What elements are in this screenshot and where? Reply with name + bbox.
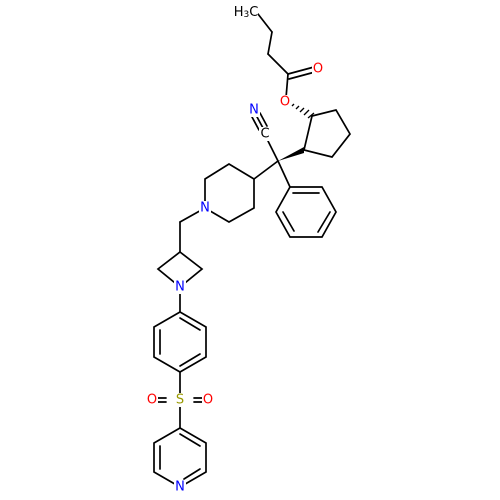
bond	[267, 31, 273, 55]
atom-ch3: H3C	[234, 4, 259, 21]
svg-text:H3C: H3C	[234, 5, 259, 21]
bond	[153, 427, 207, 488]
atom-n-nitrile: N	[248, 103, 260, 118]
bond	[317, 211, 331, 233]
bond	[179, 433, 201, 447]
atom-n-pyridine: N	[174, 480, 186, 495]
bond	[255, 114, 264, 129]
bond	[179, 353, 201, 367]
svg-text:O: O	[313, 62, 323, 77]
bond	[285, 73, 289, 99]
atom-n-piperidine: N	[199, 201, 211, 216]
ch3-sub: 3	[243, 10, 249, 20]
bond	[288, 71, 316, 80]
hash-bond	[291, 103, 315, 119]
wedge-bond	[278, 147, 304, 161]
bond	[259, 112, 268, 127]
ch3-c: C	[249, 5, 258, 20]
bond-layer	[153, 13, 352, 488]
svg-text:N: N	[175, 280, 185, 295]
bond	[267, 53, 289, 75]
bond	[251, 116, 260, 131]
bond	[302, 109, 352, 158]
svg-text:N: N	[249, 103, 259, 118]
svg-text:O: O	[203, 393, 213, 408]
atom-o-carbonyl: O	[312, 62, 324, 77]
atom-s-sulfonyl: S	[174, 393, 186, 408]
svg-text:C: C	[260, 127, 269, 142]
svg-text:N: N	[175, 480, 185, 495]
atom-o-ester: O	[279, 95, 291, 110]
atom-c-nitrile: C	[259, 127, 271, 142]
atom-n-azetidine: N	[174, 280, 186, 295]
bond	[153, 311, 207, 373]
atom-o-sulfonyl-right: O	[202, 393, 214, 408]
svg-text:N: N	[200, 201, 210, 216]
svg-text:S: S	[176, 393, 184, 408]
bond	[277, 160, 291, 188]
atom-layer: H3C O O N C N N S	[146, 4, 324, 495]
svg-text:O: O	[280, 95, 290, 110]
bond	[257, 13, 273, 33]
bond	[287, 66, 315, 75]
bond	[267, 140, 279, 162]
bond	[183, 468, 201, 480]
svg-text:O: O	[147, 393, 157, 408]
bond	[204, 163, 255, 223]
ch3-h: H	[234, 5, 244, 20]
bond	[282, 211, 295, 232]
bond	[253, 160, 279, 180]
bond	[275, 186, 337, 238]
bond	[179, 317, 201, 331]
atom-o-sulfonyl-left: O	[146, 393, 158, 408]
